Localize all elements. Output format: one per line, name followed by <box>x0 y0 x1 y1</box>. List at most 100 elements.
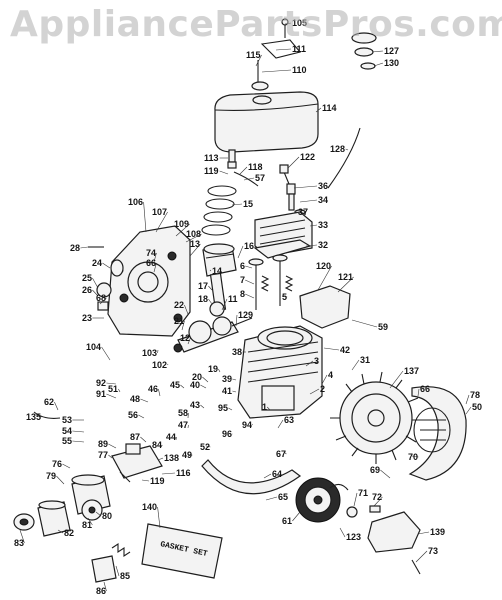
callout-96: 96 <box>222 429 232 439</box>
callout-14: 14 <box>212 266 222 276</box>
callout-130: 130 <box>384 58 399 68</box>
callout-121: 121 <box>338 272 353 282</box>
callout-3: 3 <box>314 356 319 366</box>
leader-52 <box>205 445 211 448</box>
leader-5 <box>281 295 288 298</box>
callout-115: 115 <box>246 50 261 60</box>
leader-120 <box>317 265 332 291</box>
leader-123 <box>339 527 346 538</box>
callout-123: 123 <box>346 532 361 542</box>
callout-45: 45 <box>170 380 180 390</box>
callout-114: 114 <box>322 103 337 113</box>
callout-62: 62 <box>44 397 54 407</box>
leader-18 <box>208 298 213 305</box>
spring-sleeve <box>91 542 131 583</box>
leader-140 <box>157 506 161 529</box>
leader-7 <box>245 279 255 285</box>
leader-56 <box>138 414 145 419</box>
callout-71: 71 <box>358 488 368 498</box>
callout-104: 104 <box>86 342 101 352</box>
screw-105 <box>281 18 289 38</box>
ring-gear <box>295 477 341 523</box>
leader-135 <box>35 413 42 418</box>
piston <box>202 243 237 277</box>
callout-76: 76 <box>52 459 62 469</box>
leader-50 <box>465 406 472 415</box>
callout-79: 79 <box>46 471 56 481</box>
callout-18: 18 <box>198 294 208 304</box>
leader-104 <box>101 346 111 361</box>
leader-91 <box>106 393 117 399</box>
leader-33 <box>309 224 318 227</box>
leader-31 <box>351 359 360 371</box>
tank-neck <box>251 60 269 91</box>
callout-55: 55 <box>62 436 72 446</box>
starter-housing <box>367 511 421 553</box>
callout-17: 17 <box>198 281 208 291</box>
leader-55 <box>72 440 85 443</box>
callout-47: 47 <box>178 420 188 430</box>
leader-119b <box>141 479 150 482</box>
callout-36: 36 <box>318 181 328 191</box>
blower-housing <box>408 386 467 481</box>
callout-15: 15 <box>243 199 253 209</box>
leader-21 <box>181 320 185 331</box>
callout-49: 49 <box>182 450 192 460</box>
leader-54 <box>72 430 85 433</box>
leader-107 <box>155 211 168 233</box>
breather-cover <box>299 285 351 329</box>
leader-3 <box>305 360 314 367</box>
leader-16 <box>237 245 244 259</box>
callout-108: 108 <box>186 229 201 239</box>
leader-86 <box>103 581 107 592</box>
callout-20: 20 <box>192 372 202 382</box>
callout-137: 137 <box>404 366 419 376</box>
leader-111 <box>275 48 292 51</box>
callout-43: 43 <box>190 400 200 410</box>
callout-41: 41 <box>222 386 232 396</box>
valves <box>248 254 294 310</box>
leader-116 <box>161 472 176 475</box>
leader-12 <box>187 337 191 345</box>
callout-22: 22 <box>174 300 184 310</box>
leader-15 <box>231 203 243 206</box>
callout-32: 32 <box>318 240 328 250</box>
leader-lines <box>19 22 472 592</box>
callout-122: 122 <box>300 152 315 162</box>
leader-28 <box>80 246 89 249</box>
leader-72 <box>373 496 383 507</box>
callout-70: 70 <box>408 452 418 462</box>
callout-67: 67 <box>276 449 286 459</box>
callout-78: 78 <box>470 390 480 400</box>
fuel-cap <box>351 32 377 70</box>
leader-95 <box>228 407 233 411</box>
callout-86: 86 <box>96 586 106 596</box>
screw-73 <box>411 559 421 575</box>
callout-107: 107 <box>152 207 167 217</box>
leader-62 <box>54 401 59 411</box>
gasket-set-bag: GASKET SET <box>141 523 223 579</box>
leader-84 <box>159 444 163 449</box>
callout-94: 94 <box>242 420 252 430</box>
callout-48: 48 <box>130 394 140 404</box>
callout-110: 110 <box>292 65 307 75</box>
leader-128 <box>345 148 349 151</box>
callout-68: 68 <box>96 293 106 303</box>
leader-61 <box>292 511 301 522</box>
leader-6 <box>245 265 253 269</box>
callout-6: 6 <box>240 261 245 271</box>
leader-25 <box>92 277 99 289</box>
callout-109: 109 <box>174 219 189 229</box>
leader-63 <box>277 419 284 429</box>
callout-13: 13 <box>190 239 200 249</box>
callout-129: 129 <box>238 310 253 320</box>
leader-108 <box>185 233 202 243</box>
callout-58: 58 <box>178 408 188 418</box>
leader-68 <box>99 297 107 305</box>
fuel-fitting-113 <box>227 149 237 169</box>
callout-56: 56 <box>128 410 138 420</box>
callout-37: 37 <box>298 207 308 217</box>
callout-40: 40 <box>190 380 200 390</box>
callout-65: 65 <box>278 492 288 502</box>
